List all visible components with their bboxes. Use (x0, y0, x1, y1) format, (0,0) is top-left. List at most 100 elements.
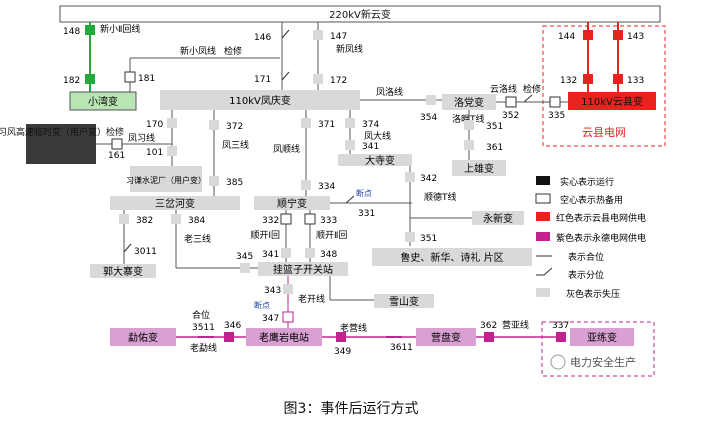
switch-341b-label: 341 (262, 250, 279, 260)
switch-133 (613, 74, 623, 84)
switch-342 (405, 172, 415, 182)
switch-345 (240, 263, 250, 273)
station-sanchahe[interactable] (110, 196, 240, 210)
bus-guazhuzi (258, 262, 348, 276)
line-luopan-t-label: 洛畔T线 (452, 113, 485, 125)
switch-341a (345, 140, 355, 150)
switch-351a-label: 351 (486, 122, 503, 132)
legend-open-label: 表示分位 (568, 269, 604, 281)
legend-standby-swatch (535, 193, 551, 204)
bus-110kv-yunxian (568, 92, 656, 110)
station-yongxin-label: 永新变 (483, 212, 513, 225)
switch-171-label: 171 (254, 75, 271, 85)
switch-332-label: 332 (262, 216, 279, 226)
switch-352 (505, 96, 517, 108)
station-shangxiong[interactable] (452, 160, 506, 176)
switch-144-label: 144 (558, 32, 575, 42)
bus-guazhuzi-label: 挂篮子开关站 (273, 263, 333, 276)
legend-yongde-swatch (536, 232, 550, 241)
switch-3511-label: 3511 (192, 323, 215, 333)
switch-3011-label: 3011 (134, 247, 157, 257)
switch-361 (464, 140, 474, 150)
switch-146-open (281, 29, 290, 39)
station-sanchahe-label: 三岔河变 (155, 197, 195, 210)
line-shunde-t-label: 顺德T线 (424, 191, 457, 203)
switch-351a (464, 120, 474, 130)
station-xunyou[interactable] (110, 328, 176, 346)
switch-347-label: 347 (262, 314, 279, 324)
switch-101 (167, 146, 177, 156)
legend-running-swatch (536, 176, 550, 185)
switch-101-label: 101 (146, 148, 163, 158)
station-luodang[interactable] (442, 94, 496, 110)
switch-yunluo-open (523, 94, 533, 103)
legend-dead-swatch (536, 288, 550, 297)
hewei-label: 合位 (192, 309, 210, 321)
switch-331-label: 331 (358, 209, 375, 219)
switch-3011-open (123, 243, 132, 253)
legend-yongde-label: 紫色表示永德电网供电 (556, 232, 646, 244)
breakpoint-2-label: 断点 (254, 300, 270, 310)
switch-371-label: 371 (318, 120, 335, 130)
station-xiqian[interactable] (130, 166, 202, 192)
line-xinxiao2-text: 新小Ⅱ回线 (100, 23, 140, 35)
switch-335 (549, 96, 561, 108)
switch-334 (301, 180, 311, 190)
switch-346 (224, 332, 234, 342)
station-yalian[interactable] (570, 328, 634, 346)
switch-341a-label: 341 (362, 142, 379, 152)
switch-337-label: 337 (552, 321, 569, 331)
line-fengsan-label: 凤三线 (222, 139, 249, 151)
switch-332 (280, 213, 292, 225)
switch-132 (583, 74, 593, 84)
switch-362-label: 362 (480, 321, 497, 331)
grid-wiring-diagram: 220kV新云变 148 新小Ⅱ回线 182 小湾变 181 新小凤线检修 14… (0, 5, 666, 377)
switch-352-label: 352 (502, 111, 519, 121)
station-yingpan-label: 营盘变 (431, 331, 461, 344)
switch-333-label: 333 (320, 216, 337, 226)
station-yongxin[interactable] (472, 211, 524, 225)
switch-372 (209, 120, 219, 130)
line-laosan-label: 老三线 (184, 233, 211, 245)
legend-open-glyph (536, 267, 553, 276)
bus-110kv-fengqing-label: 110kV凤庆变 (229, 94, 291, 107)
switch-351b-label: 351 (420, 234, 437, 244)
switch-342-label: 342 (420, 174, 437, 184)
switch-147-label: 147 (330, 32, 347, 42)
bus-220kv-xinyun-label: 220kV新云变 (329, 8, 391, 21)
switch-143-label: 143 (627, 32, 644, 42)
line-fengshun-label: 凤顺线 (273, 143, 300, 155)
switch-170 (167, 118, 177, 128)
switch-143 (613, 30, 623, 40)
legend: 实心表示运行 空心表示热备用 红色表示云县电网供电 紫色表示永德电网供电 表示合… (535, 176, 646, 300)
station-luodang-label: 洛党变 (454, 96, 484, 109)
station-xifeng[interactable] (26, 124, 96, 164)
station-yingpan[interactable] (416, 328, 476, 346)
switch-349-label: 349 (334, 347, 351, 357)
bus-shunning (254, 196, 330, 210)
legend-yunxian-swatch (536, 212, 550, 221)
bus-laoyingyan-label: 老鹰岩电站 (259, 331, 309, 344)
switch-144 (583, 30, 593, 40)
switch-384 (171, 214, 181, 224)
line-yingya-label: 营亚线 (502, 319, 529, 331)
switch-161 (111, 138, 123, 150)
station-lushi[interactable] (372, 248, 532, 266)
bus-220kv-xinyun (59, 5, 661, 23)
switch-374 (345, 118, 355, 128)
switch-354 (426, 95, 436, 105)
line-laokai-label: 老开线 (298, 293, 325, 305)
switch-132-label: 132 (560, 76, 577, 86)
station-xueshan[interactable] (374, 294, 434, 308)
station-guodazhai[interactable] (90, 264, 156, 278)
station-xiaowan[interactable] (69, 91, 137, 111)
line-fengxi-label: 凤习线 (128, 132, 155, 144)
bus-110kv-fengqing (160, 90, 360, 110)
switch-346-label: 346 (224, 321, 241, 331)
switch-343 (283, 284, 293, 294)
station-guodazhai-label: 郭大寨变 (103, 265, 143, 278)
switch-333 (304, 213, 316, 225)
station-dasi[interactable] (338, 154, 412, 166)
bus-shunning-label: 顺宁变 (277, 197, 307, 210)
